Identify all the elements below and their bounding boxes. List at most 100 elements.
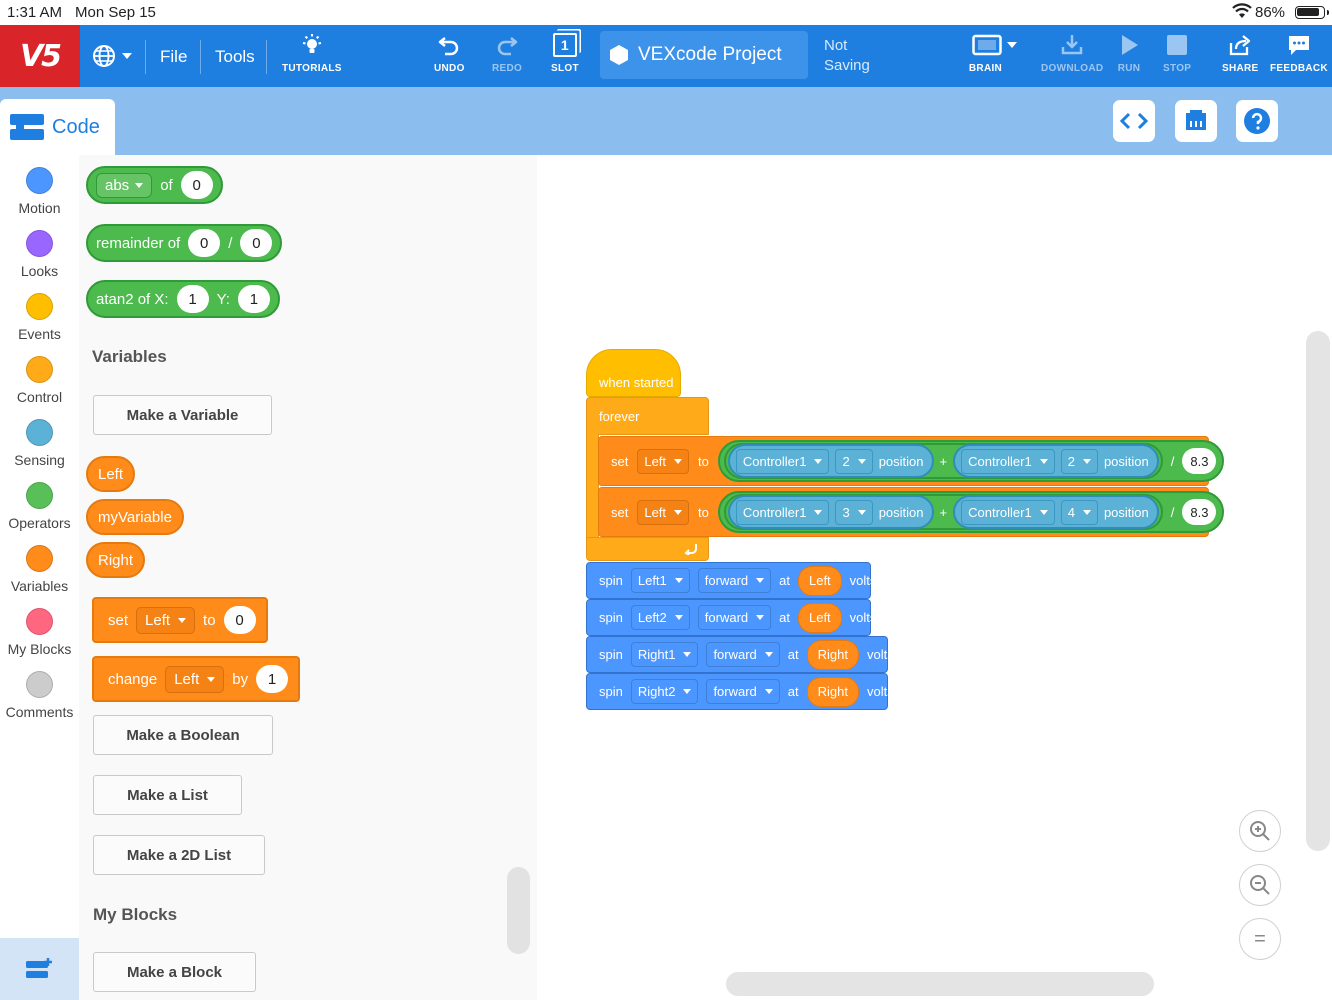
category-my-blocks[interactable]: My Blocks bbox=[0, 608, 79, 657]
run-button[interactable]: RUN bbox=[1117, 33, 1141, 81]
download-button[interactable]: DOWNLOAD bbox=[1041, 33, 1103, 81]
category-control[interactable]: Control bbox=[0, 356, 79, 405]
make-variable-button[interactable]: Make a Variable bbox=[93, 395, 272, 435]
atan2-block[interactable]: atan2 of X: 1 Y: 1 bbox=[86, 280, 280, 318]
make-2d-list-button[interactable]: Make a 2D List bbox=[93, 835, 265, 875]
variable-dropdown[interactable]: Left bbox=[165, 665, 225, 693]
code-view-button[interactable] bbox=[1113, 100, 1155, 142]
chevron-down-icon bbox=[683, 689, 692, 694]
set-variable-block[interactable]: set Left to Controller1 3 position + Con… bbox=[598, 487, 1225, 537]
controller-dropdown[interactable]: Controller1 bbox=[961, 499, 1055, 525]
zoom-out-button[interactable] bbox=[1239, 864, 1281, 906]
controller-dropdown[interactable]: Controller1 bbox=[735, 448, 830, 474]
axis-dropdown[interactable]: 2 bbox=[835, 448, 873, 474]
tools-menu[interactable]: Tools bbox=[215, 47, 255, 66]
zoom-in-button[interactable] bbox=[1239, 810, 1281, 852]
direction-dropdown[interactable]: forward bbox=[706, 679, 780, 704]
direction-dropdown[interactable]: forward bbox=[697, 568, 772, 593]
workspace-horizontal-scrollbar[interactable] bbox=[726, 972, 1154, 996]
variable-reporter[interactable]: Left bbox=[797, 602, 842, 633]
make-block-button[interactable]: Make a Block bbox=[93, 952, 256, 992]
change-value-input[interactable]: 1 bbox=[256, 665, 289, 693]
variable-dropdown[interactable]: Left bbox=[637, 448, 690, 474]
slot-button[interactable]: 1 SLOT bbox=[551, 33, 579, 81]
extensions-button[interactable] bbox=[0, 938, 79, 1000]
variable-dropdown[interactable]: Left bbox=[637, 499, 690, 525]
variable-left[interactable]: Left bbox=[86, 456, 136, 492]
tab-code[interactable]: Code bbox=[0, 99, 115, 155]
variable-reporter[interactable]: Left bbox=[797, 565, 842, 596]
when-started-block[interactable]: when started bbox=[586, 349, 681, 397]
direction-dropdown[interactable]: forward bbox=[706, 642, 780, 667]
axis-dropdown[interactable]: 2 bbox=[1060, 448, 1098, 474]
category-sensing[interactable]: Sensing bbox=[0, 419, 79, 468]
remainder-input-a[interactable]: 0 bbox=[188, 229, 221, 257]
divisor-input[interactable]: 8.3 bbox=[1182, 499, 1217, 525]
workspace-vertical-scrollbar[interactable] bbox=[1306, 331, 1330, 851]
axis-dropdown[interactable]: 3 bbox=[835, 499, 873, 525]
abs-block[interactable]: abs of 0 bbox=[86, 166, 223, 204]
spin-motor-block[interactable]: spin Left2 forward at Left volts bbox=[586, 599, 876, 636]
divide-block[interactable]: Controller1 3 position + Controller1 4 p… bbox=[717, 491, 1225, 533]
set-variable-block[interactable]: set Left to Controller1 2 position + Con… bbox=[598, 436, 1225, 486]
variable-reporter[interactable]: Right bbox=[806, 639, 859, 670]
category-motion[interactable]: Motion bbox=[0, 167, 79, 216]
project-name-field[interactable]: VEXcode Project bbox=[600, 31, 808, 79]
remainder-block[interactable]: remainder of 0 / 0 bbox=[86, 224, 283, 262]
devices-button[interactable] bbox=[1175, 100, 1217, 142]
variable-reporter[interactable]: Right bbox=[806, 676, 859, 707]
chevron-down-icon bbox=[764, 652, 773, 657]
v5-logo[interactable]: V5 bbox=[0, 25, 80, 87]
direction-dropdown[interactable]: forward bbox=[697, 605, 772, 630]
controller-axis-block[interactable]: Controller1 4 position bbox=[953, 495, 1159, 529]
set-variable-block[interactable]: set Left to 0 bbox=[92, 597, 268, 643]
controller-axis-block[interactable]: Controller1 2 position bbox=[727, 444, 934, 478]
controller-dropdown[interactable]: Controller1 bbox=[735, 499, 830, 525]
variable-right[interactable]: Right bbox=[86, 542, 146, 578]
set-value-input[interactable]: 0 bbox=[223, 606, 256, 634]
make-list-button[interactable]: Make a List bbox=[93, 775, 242, 815]
help-button[interactable] bbox=[1236, 100, 1278, 142]
remainder-input-b[interactable]: 0 bbox=[240, 229, 273, 257]
stop-button[interactable]: STOP bbox=[1163, 33, 1191, 81]
variable-myvariable[interactable]: myVariable bbox=[86, 499, 184, 535]
tutorials-button[interactable]: TUTORIALS bbox=[282, 33, 342, 81]
atan2-input-x[interactable]: 1 bbox=[176, 285, 209, 313]
palette-scrollbar[interactable] bbox=[507, 867, 530, 954]
spin-motor-block[interactable]: spin Right2 forward at Right volts bbox=[586, 673, 894, 710]
category-looks[interactable]: Looks bbox=[0, 230, 79, 279]
add-block[interactable]: Controller1 3 position + Controller1 4 p… bbox=[723, 494, 1163, 530]
abs-dropdown[interactable]: abs bbox=[96, 172, 153, 198]
spin-motor-block[interactable]: spin Right1 forward at Right volts bbox=[586, 636, 894, 673]
controller-dropdown[interactable]: Controller1 bbox=[961, 448, 1055, 474]
motor-dropdown[interactable]: Right1 bbox=[630, 642, 699, 667]
controller-axis-block[interactable]: Controller1 2 position bbox=[953, 444, 1159, 478]
motor-dropdown[interactable]: Right2 bbox=[630, 679, 699, 704]
category-events[interactable]: Events bbox=[0, 293, 79, 342]
spin-motor-block[interactable]: spin Left1 forward at Left volts bbox=[586, 562, 876, 599]
atan2-input-y[interactable]: 1 bbox=[237, 285, 270, 313]
category-operators[interactable]: Operators bbox=[0, 482, 79, 531]
variable-dropdown[interactable]: Left bbox=[136, 606, 196, 634]
forever-block[interactable]: forever bbox=[586, 397, 709, 435]
axis-dropdown[interactable]: 4 bbox=[1060, 499, 1098, 525]
motor-dropdown[interactable]: Left2 bbox=[630, 605, 690, 630]
redo-button[interactable]: REDO bbox=[492, 33, 522, 81]
zoom-reset-button[interactable]: = bbox=[1239, 918, 1281, 960]
add-block[interactable]: Controller1 2 position + Controller1 2 p… bbox=[723, 443, 1163, 479]
motor-dropdown[interactable]: Left1 bbox=[630, 568, 690, 593]
divide-block[interactable]: Controller1 2 position + Controller1 2 p… bbox=[717, 440, 1225, 482]
share-button[interactable]: SHARE bbox=[1222, 33, 1259, 81]
brain-button[interactable]: BRAIN bbox=[969, 33, 1017, 81]
abs-input[interactable]: 0 bbox=[180, 171, 213, 199]
change-variable-block[interactable]: change Left by 1 bbox=[92, 656, 301, 702]
file-menu[interactable]: File bbox=[160, 47, 188, 66]
divisor-input[interactable]: 8.3 bbox=[1182, 448, 1217, 474]
feedback-button[interactable]: FEEDBACK bbox=[1270, 33, 1328, 81]
undo-button[interactable]: UNDO bbox=[434, 33, 465, 81]
category-comments[interactable]: Comments bbox=[0, 671, 79, 720]
make-boolean-button[interactable]: Make a Boolean bbox=[93, 715, 273, 755]
language-menu[interactable] bbox=[92, 43, 140, 69]
controller-axis-block[interactable]: Controller1 3 position bbox=[727, 495, 934, 529]
category-variables[interactable]: Variables bbox=[0, 545, 79, 594]
